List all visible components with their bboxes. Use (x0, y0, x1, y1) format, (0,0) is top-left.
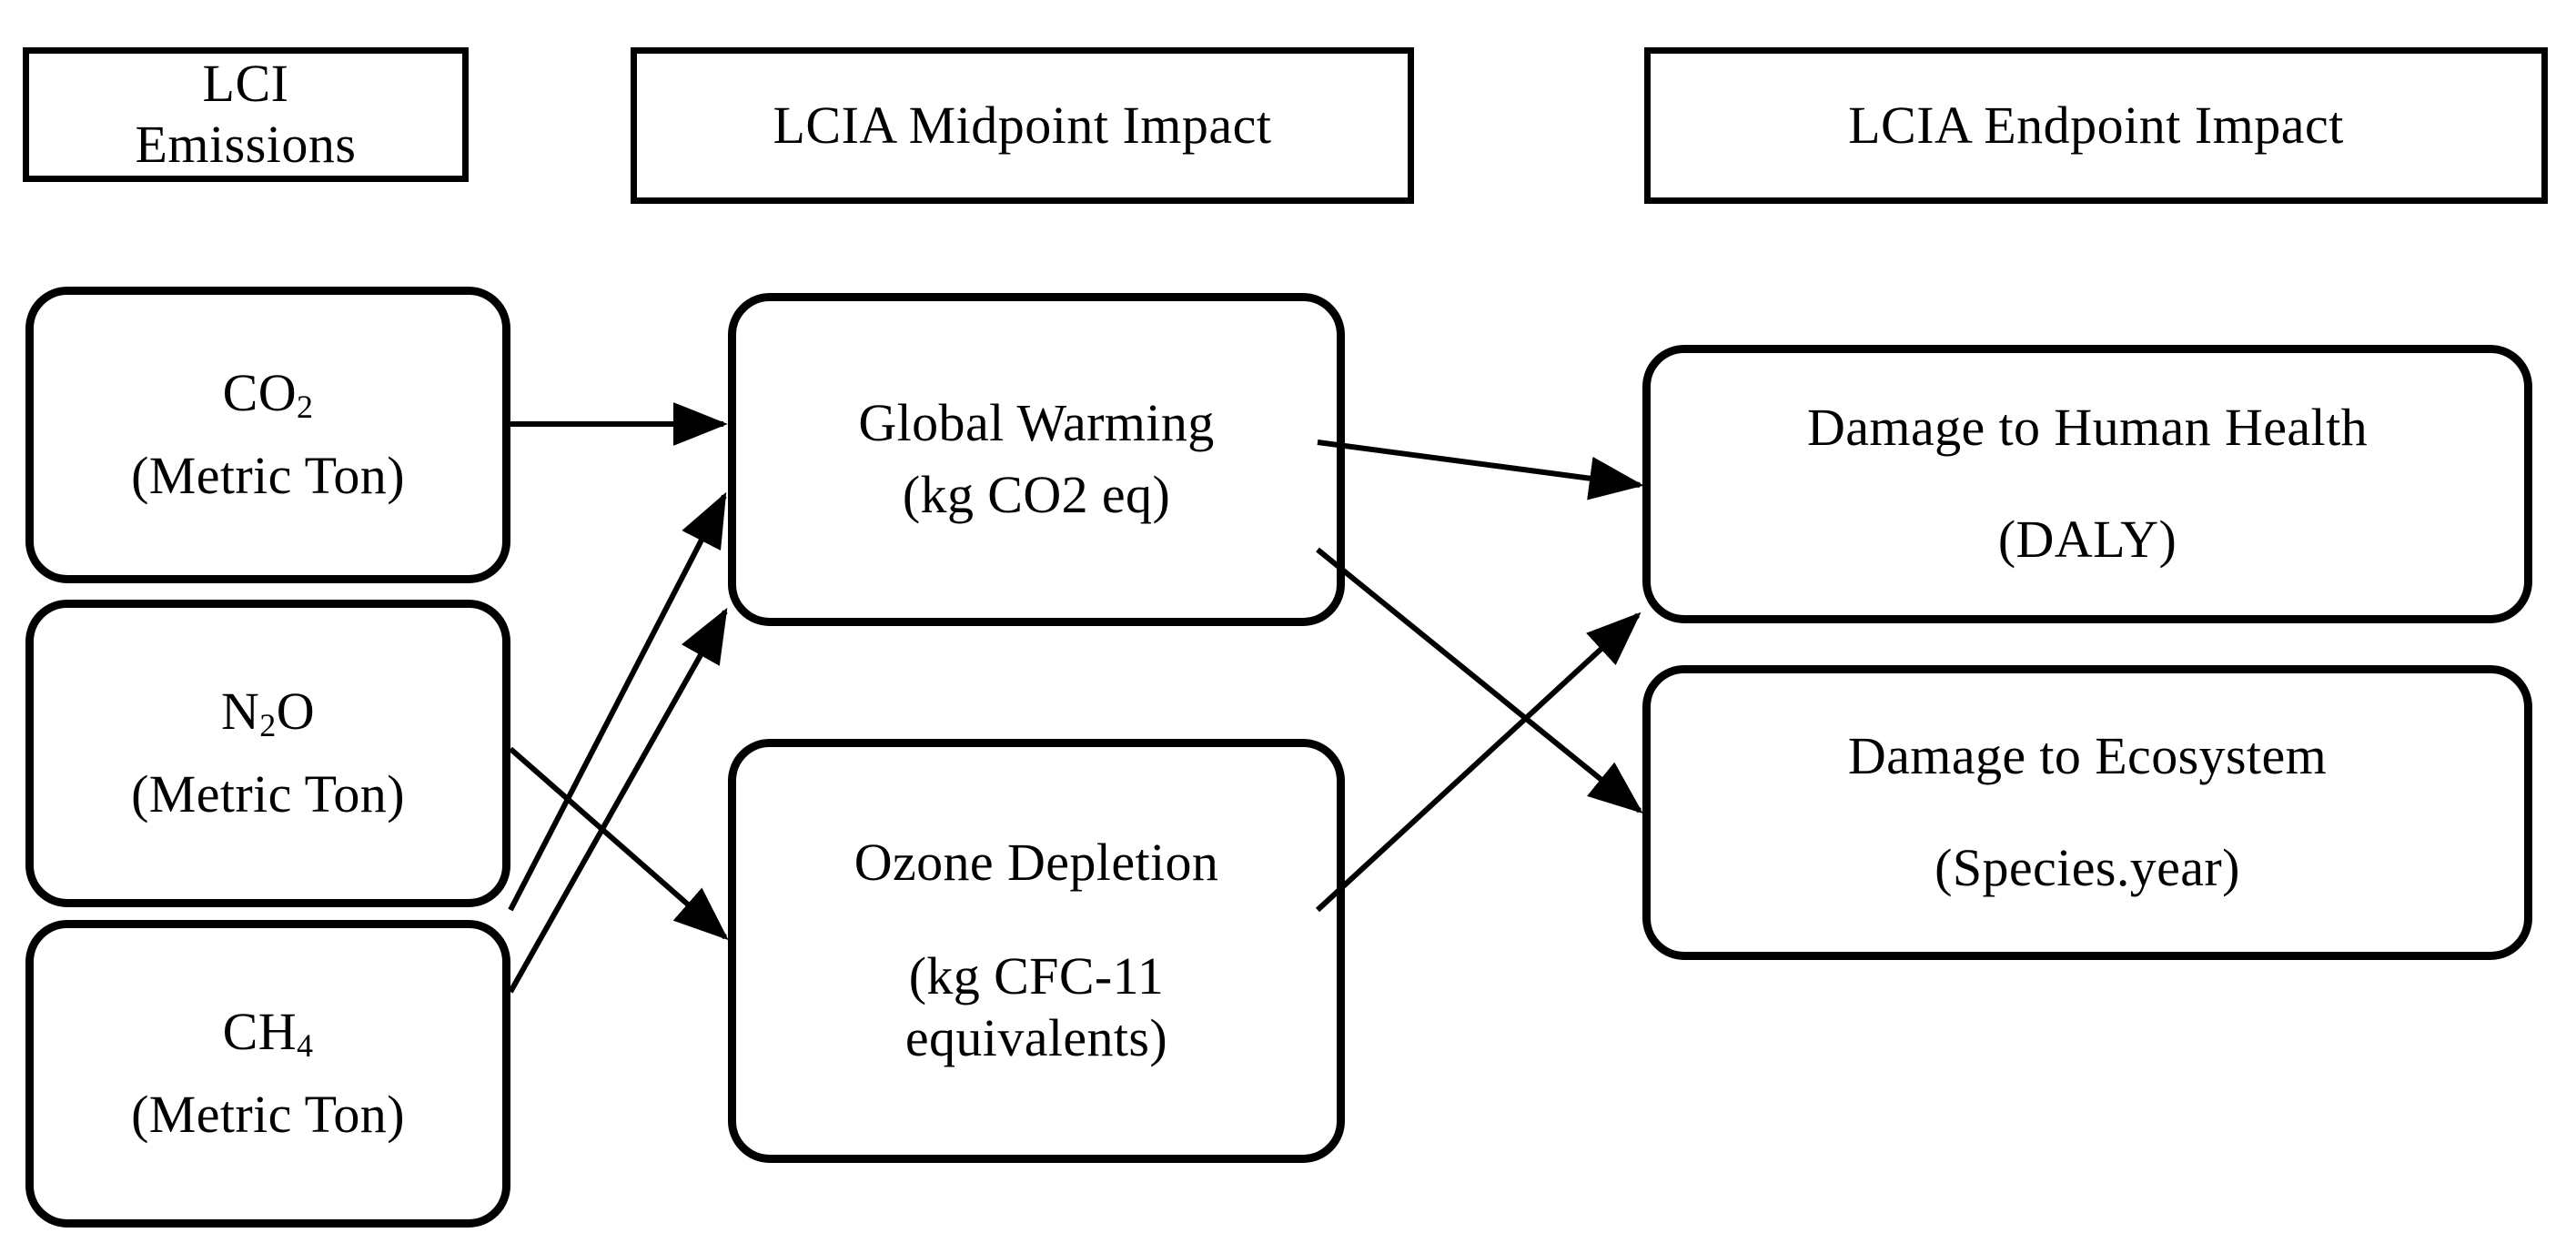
node-ch4-subscript: 4 (296, 1027, 314, 1065)
node-global-warming: Global Warming (kg CO2 eq) (728, 293, 1345, 626)
edge-n2o-to-ozone-depletion (509, 746, 729, 941)
header-label-lci: LCI Emissions (135, 54, 357, 174)
node-global-warming-name: Global Warming (858, 393, 1215, 453)
edge-ch4-to-global-warming (508, 607, 728, 994)
node-ozone-depletion: Ozone Depletion (kg CFC-11 equivalents) (728, 739, 1345, 1163)
edge-ozone-depletion-to-human-health (1315, 611, 1642, 913)
node-n2o-name: N2O (221, 682, 315, 744)
header-box-lci: LCI Emissions (23, 47, 469, 182)
header-label-endpoint: LCIA Endpoint Impact (1848, 95, 2344, 155)
node-n2o-unit: (Metric Ton) (131, 764, 405, 824)
node-n2o-subscript: 2 (259, 707, 277, 744)
header-box-midpoint: LCIA Midpoint Impact (631, 47, 1414, 204)
node-ecosystem-name: Damage to Ecosystem (1847, 726, 2328, 786)
node-human-health: Damage to Human Health (DALY) (1642, 345, 2532, 623)
node-ozone-depletion-unit: (kg CFC-11 equivalents) (904, 945, 1168, 1068)
node-ch4-unit: (Metric Ton) (131, 1085, 405, 1144)
node-human-health-name: Damage to Human Health (1807, 398, 2368, 458)
node-human-health-unit: (DALY) (1997, 510, 2177, 569)
node-global-warming-unit: (kg CO2 eq) (902, 465, 1171, 524)
node-co2-subscript: 2 (296, 389, 314, 426)
node-n2o: N2O (Metric Ton) (25, 600, 510, 907)
header-label-midpoint: LCIA Midpoint Impact (773, 95, 1272, 155)
edge-global-warming-to-human-health (1317, 440, 1644, 500)
node-ecosystem: Damage to Ecosystem (Species.year) (1642, 665, 2532, 960)
edge-n2o-to-global-warming (508, 491, 727, 912)
node-co2: CO2 (Metric Ton) (25, 287, 510, 583)
node-co2-name: CO2 (222, 363, 314, 426)
node-ch4: CH4 (Metric Ton) (25, 920, 510, 1228)
node-co2-unit: (Metric Ton) (131, 446, 405, 505)
node-ecosystem-unit: (Species.year) (1935, 838, 2240, 897)
node-ozone-depletion-name: Ozone Depletion (854, 833, 1219, 893)
edge-global-warming-to-ecosystem (1316, 547, 1643, 814)
header-box-endpoint: LCIA Endpoint Impact (1644, 47, 2548, 204)
node-ch4-name: CH4 (222, 1002, 314, 1065)
